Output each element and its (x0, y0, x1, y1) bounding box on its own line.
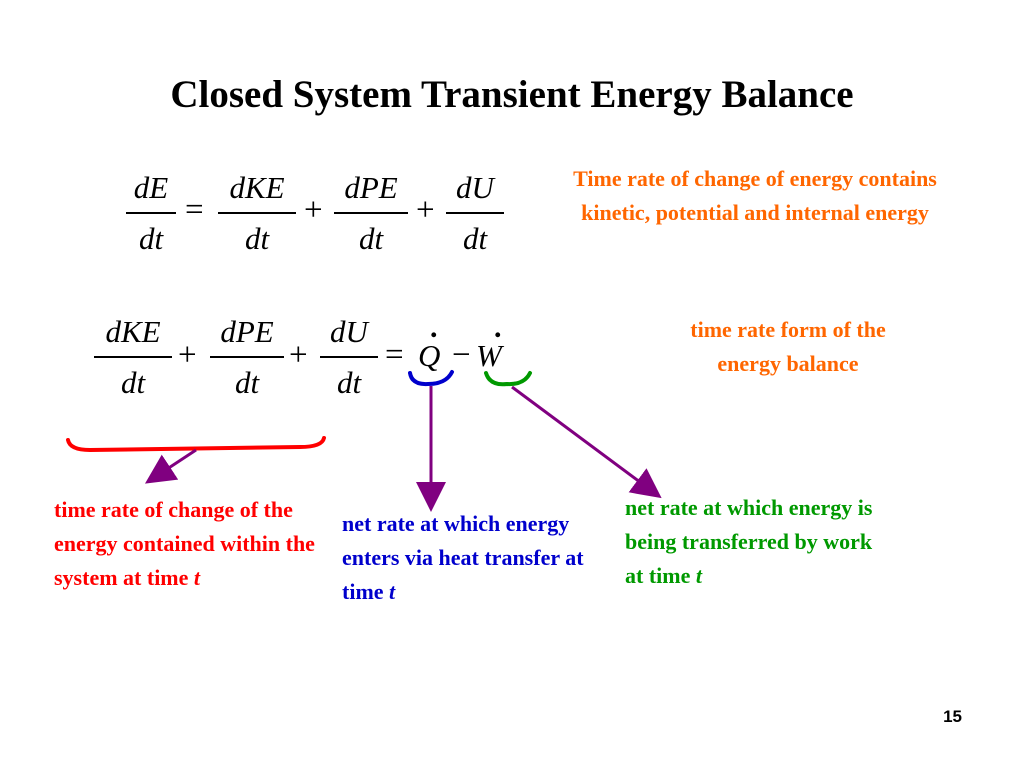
denominator: dt (120, 365, 146, 400)
fraction-dU-dt: dU dt (446, 169, 504, 258)
arrow-energy-change (144, 448, 197, 484)
numerator: dU (330, 314, 368, 349)
denominator: dt (234, 365, 260, 400)
label-heat-transfer: net rate at which energy enters via heat… (342, 507, 614, 609)
numerator: dPE (344, 170, 398, 205)
denominator: dt (358, 221, 384, 256)
slide-title: Closed System Transient Energy Balance (170, 73, 854, 116)
fraction-dKE-dt: dKE dt (94, 313, 172, 402)
numerator: dE (133, 170, 169, 205)
fraction-dPE-dt: dPE dt (334, 169, 408, 258)
fraction-dU-dt: dU dt (320, 313, 378, 402)
fraction-bar (446, 212, 504, 214)
fraction-dKE-dt: dKE dt (218, 169, 296, 258)
label-text: net rate at which energy is being transf… (625, 495, 873, 588)
fraction-bar (320, 356, 378, 358)
fraction-bar (126, 212, 176, 214)
label-energy-change: time rate of change of the energy contai… (54, 493, 326, 595)
note-energy-components: Time rate of change of energy contains k… (573, 166, 937, 225)
denominator: dt (138, 221, 164, 256)
heat-rate-dot: . (430, 311, 438, 344)
time-variable: t (193, 565, 201, 590)
denominator: dt (462, 221, 488, 256)
time-variable: t (695, 563, 702, 588)
label-text: time rate of change of the energy contai… (54, 497, 315, 590)
work-rate-dot: . (494, 311, 502, 344)
fraction-dE-dt: dE dt (126, 169, 176, 258)
plus-sign: + (178, 337, 197, 373)
work-rate-symbol: W (476, 338, 502, 373)
time-variable: t (389, 579, 396, 604)
plus-sign: + (289, 337, 308, 373)
brace-blue (408, 370, 454, 387)
heat-rate-symbol: Q (418, 338, 441, 373)
denominator: dt (244, 221, 270, 256)
numerator: dKE (229, 170, 285, 205)
minus-sign: − (452, 337, 471, 373)
plus-sign: + (304, 192, 323, 228)
note-time-rate-form: time rate form of the energy balance (690, 317, 886, 376)
numerator: dKE (105, 314, 161, 349)
fraction-bar (94, 356, 172, 358)
numerator: dPE (220, 314, 274, 349)
denominator: dt (336, 365, 362, 400)
fraction-dPE-dt: dPE dt (210, 313, 284, 402)
page-number: 15 (943, 707, 962, 726)
plus-sign: + (416, 192, 435, 228)
fraction-bar (218, 212, 296, 214)
fraction-bar (334, 212, 408, 214)
numerator: dU (456, 170, 494, 205)
label-work-transfer: net rate at which energy is being transf… (625, 491, 887, 593)
fraction-bar (210, 356, 284, 358)
equals-sign: = (385, 337, 404, 373)
label-text: net rate at which energy enters via heat… (342, 511, 584, 604)
brace-green (484, 371, 532, 387)
equals-sign: = (185, 192, 204, 228)
arrow-work-transfer (511, 385, 662, 499)
brace-red (66, 436, 326, 453)
